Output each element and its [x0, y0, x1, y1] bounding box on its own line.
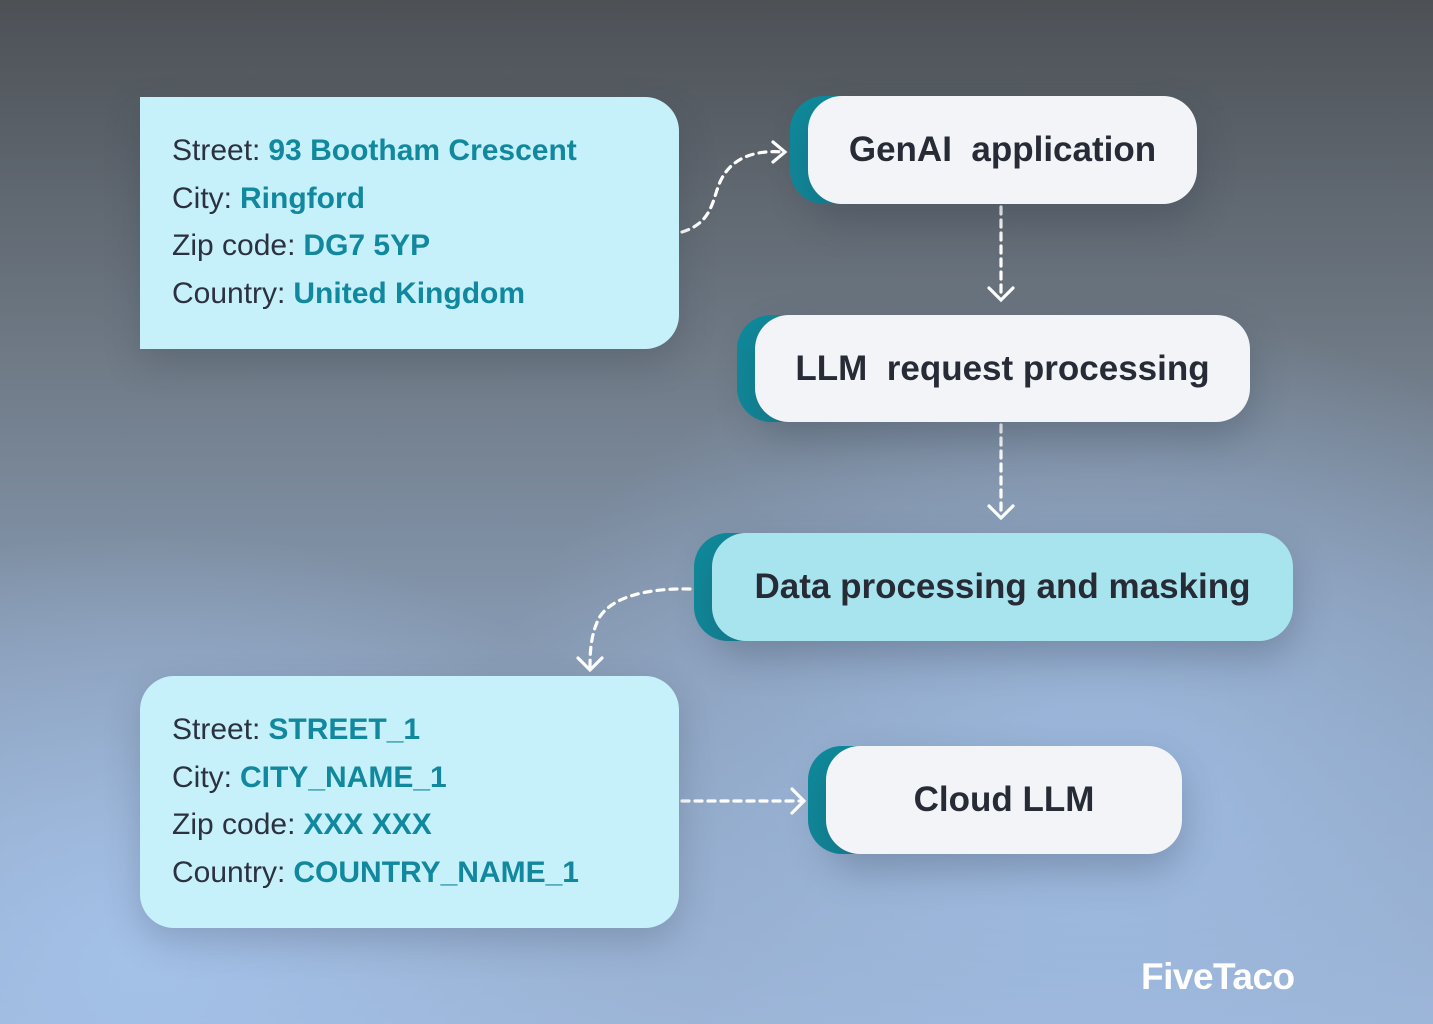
street-label: Street: [172, 134, 261, 167]
step-genai-application: GenAI application [790, 96, 1197, 204]
zip-row: Zip code:DG7 5YP [172, 222, 679, 270]
step-cloud-llm: Cloud LLM [808, 746, 1182, 854]
arrow-head-card [576, 656, 604, 673]
zip-row: Zip code:XXX XXX [172, 801, 679, 849]
street-row: Street:93 Bootham Crescent [172, 127, 679, 175]
arrow-head-llm [987, 286, 1015, 303]
step-llm-request-processing: LLM request processing [737, 315, 1250, 422]
masked-address-card: Street:STREET_1 City:CITY_NAME_1 Zip cod… [140, 676, 679, 928]
city-value: Ringford [240, 181, 365, 215]
country-row: Country:COUNTRY_NAME_1 [172, 849, 679, 897]
step-llm-label: LLM request processing [795, 348, 1210, 388]
country-value: United Kingdom [293, 276, 526, 310]
country-value: COUNTRY_NAME_1 [293, 855, 579, 889]
country-label: Country: [172, 276, 286, 310]
arrow-mask-to-card [588, 587, 692, 670]
zip-value: DG7 5YP [303, 229, 431, 262]
zip-value: XXX XXX [303, 808, 432, 841]
city-label: City: [172, 760, 232, 794]
city-value: CITY_NAME_1 [240, 760, 447, 794]
arrow-head-mask [987, 504, 1015, 521]
step-cloud-label: Cloud LLM [913, 780, 1095, 819]
city-label: City: [172, 181, 232, 215]
street-row: Street:STREET_1 [172, 706, 679, 754]
city-row: City:Ringford [172, 175, 679, 223]
country-label: Country: [172, 855, 286, 889]
arrow-head-genai [771, 140, 788, 164]
country-row: Country:United Kingdom [172, 270, 679, 318]
arrow-card-to-genai [680, 150, 785, 234]
street-value: 93 Bootham Crescent [268, 134, 577, 167]
zip-label: Zip code: [172, 808, 296, 841]
step-data-masking: Data processing and masking [694, 533, 1293, 641]
original-address-card: Street:93 Bootham Crescent City:Ringford… [140, 97, 679, 349]
step-genai-label: GenAI application [848, 130, 1157, 169]
zip-label: Zip code: [172, 229, 296, 262]
street-value: STREET_1 [268, 713, 421, 746]
arrow-head-cloud [790, 787, 807, 815]
step-masking-label: Data processing and masking [754, 567, 1251, 606]
street-label: Street: [172, 713, 261, 746]
city-row: City:CITY_NAME_1 [172, 754, 679, 802]
brand-logo: FiveTaco [1141, 956, 1295, 997]
